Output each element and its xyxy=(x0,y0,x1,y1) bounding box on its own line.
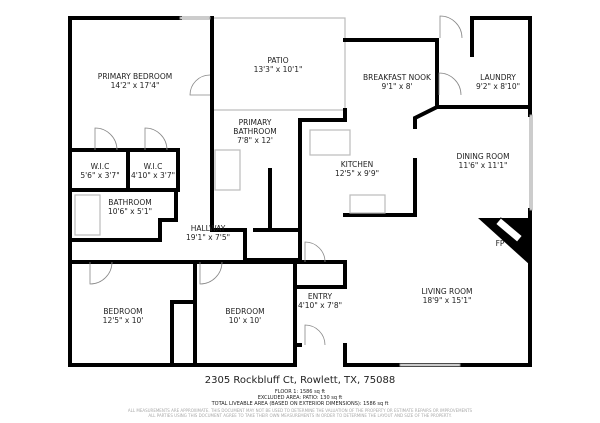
door-wic-1[interactable] xyxy=(94,127,118,151)
door-laundry[interactable] xyxy=(438,72,462,96)
disclaimer-line-1: ALL MEASUREMENTS ARE APPROXIMATE. THIS D… xyxy=(127,408,473,413)
excluded-area: EXCLUDED AREA: PATIO: 130 sq ft xyxy=(257,395,343,401)
door-bedroom-1[interactable] xyxy=(89,261,113,285)
primary-bathtub xyxy=(214,149,241,191)
entry-closet xyxy=(293,260,347,289)
door-wic-2[interactable] xyxy=(144,127,168,151)
floor-area: FLOOR 1: 1586 sq ft xyxy=(274,389,326,395)
stove xyxy=(349,194,386,214)
entry-walls xyxy=(293,260,302,347)
dining-window xyxy=(529,114,533,211)
fireplace-label: FP xyxy=(495,239,505,248)
bedroom-window xyxy=(179,16,211,20)
exterior-wall-west xyxy=(68,16,297,367)
disclaimer-line-2: ALL PARTIES USING THIS DOCUMENT AGREE TO… xyxy=(148,413,452,418)
fireplace xyxy=(478,218,530,265)
door-front-entry[interactable] xyxy=(304,324,326,346)
bedroom-closet-wall xyxy=(170,300,197,367)
bathroom-walls xyxy=(68,188,178,242)
laundry-walls xyxy=(470,16,532,117)
door-primary-bedroom[interactable] xyxy=(189,74,211,96)
door-exterior-nook[interactable] xyxy=(439,15,463,39)
kitchen-counter-wall xyxy=(343,158,417,217)
living-window xyxy=(399,363,461,367)
bathtub xyxy=(74,194,101,236)
fireplace-hearth xyxy=(494,217,524,243)
total-area: TOTAL LIVEABLE AREA (BASED ON EXTERIOR D… xyxy=(211,401,389,407)
living-wall-south xyxy=(343,343,532,367)
door-entry-closet[interactable] xyxy=(304,241,326,263)
door-bedroom-2[interactable] xyxy=(199,261,223,285)
wic-walls xyxy=(68,148,180,192)
address: 2305 Rockbluff Ct, Rowlett, TX, 75088 xyxy=(204,375,396,386)
kitchen-sink xyxy=(309,129,351,156)
